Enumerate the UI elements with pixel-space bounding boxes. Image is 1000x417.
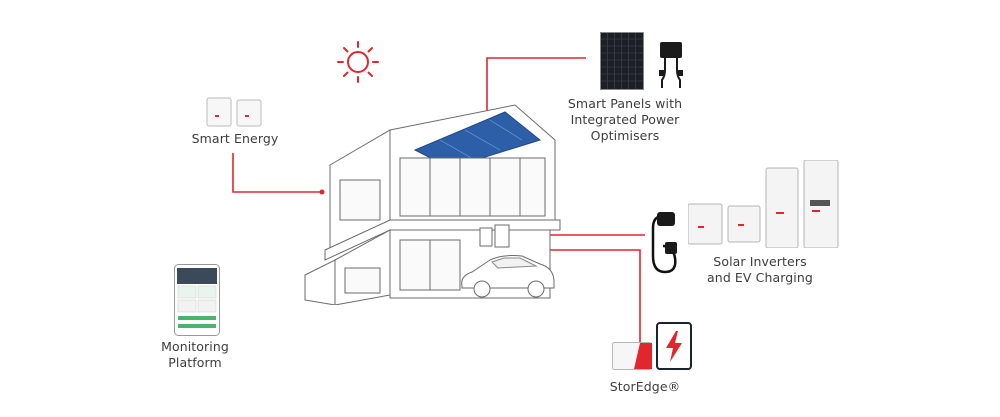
house-illustration <box>304 104 561 305</box>
inverter-icon <box>688 160 839 248</box>
smart-energy-label: Smart Energy <box>191 131 279 146</box>
monitoring-label-line1: Monitoring <box>161 339 229 354</box>
smart-panels-label: Smart Panels with Integrated Power Optim… <box>545 96 705 144</box>
power-optimiser-icon <box>659 42 683 88</box>
monitoring-label: Monitoring Platform <box>140 339 250 371</box>
storedge-connector <box>508 249 641 345</box>
smart-panels-label-line2: Integrated Power Optimisers <box>570 112 680 143</box>
ev-charger-icon <box>651 212 677 274</box>
monitoring-tablet-icon <box>174 264 220 336</box>
battery-icon <box>656 322 692 370</box>
solar-inverters-label-line2: and EV Charging <box>707 270 813 285</box>
solar-panel-icon <box>600 32 644 90</box>
smart-energy-connector <box>232 153 322 193</box>
storedge-inverter-icon <box>612 342 652 370</box>
sun-icon <box>337 41 379 83</box>
storedge-label: StorEdge® <box>609 379 681 394</box>
smart-energy-devices-icon <box>206 97 262 127</box>
monitoring-label-line2: Platform <box>168 355 222 370</box>
solar-inverters-label: Solar Inverters and EV Charging <box>695 254 825 286</box>
smart-panels-connector <box>486 57 586 118</box>
solar-inverters-label-line1: Solar Inverters <box>713 254 807 269</box>
smart-panels-label-line1: Smart Panels with <box>567 96 683 111</box>
car-illustration <box>461 255 555 298</box>
